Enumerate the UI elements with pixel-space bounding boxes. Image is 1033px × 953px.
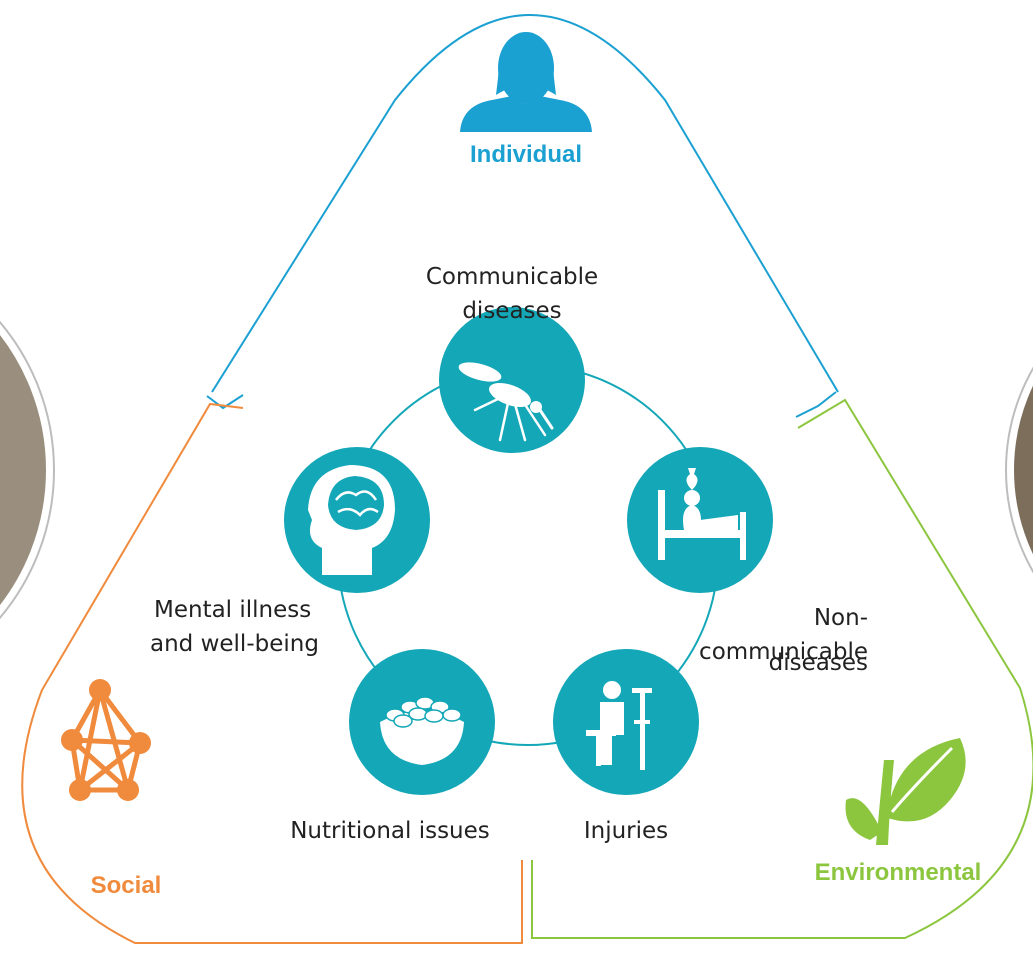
mosquito-icon [458,362,554,442]
injuries-node [553,649,699,795]
communicable-label-line1: Communicable [426,264,598,290]
individual-right-tab [795,391,837,418]
individual-left-tab [206,394,244,410]
social-label: Social [91,872,162,899]
mental-label-line1: Mental illness [154,597,311,623]
noncommunicable-label-line2: communicable [699,639,868,665]
sprout-icon [845,738,966,845]
individual-boundary [211,14,839,393]
left-photo-frame [0,320,55,620]
environmental-label: Environmental [815,859,982,886]
mental-label-line2: and well-being [150,631,319,657]
person-icon [460,32,592,132]
individual-label: Individual [470,141,582,168]
food-bowl-icon [380,696,464,765]
network-icon [61,679,151,801]
brain-head-icon [308,465,395,575]
communicable-node [439,307,585,453]
noncommunicable-label-line3: diseases [769,650,868,676]
social-boundary [21,402,523,944]
leaf-vein [890,746,954,813]
injuries-label: Injuries [584,818,668,844]
environmental-boundary [531,398,1033,939]
communicable-label-line2: diseases [462,298,561,324]
right-photo-frame [1005,366,1033,574]
noncommunicable-label-line1: Non- [814,605,868,631]
nutritional-label: Nutritional issues [290,818,490,844]
crutch-person-icon [586,681,652,770]
hospital-bed-icon [658,468,746,560]
